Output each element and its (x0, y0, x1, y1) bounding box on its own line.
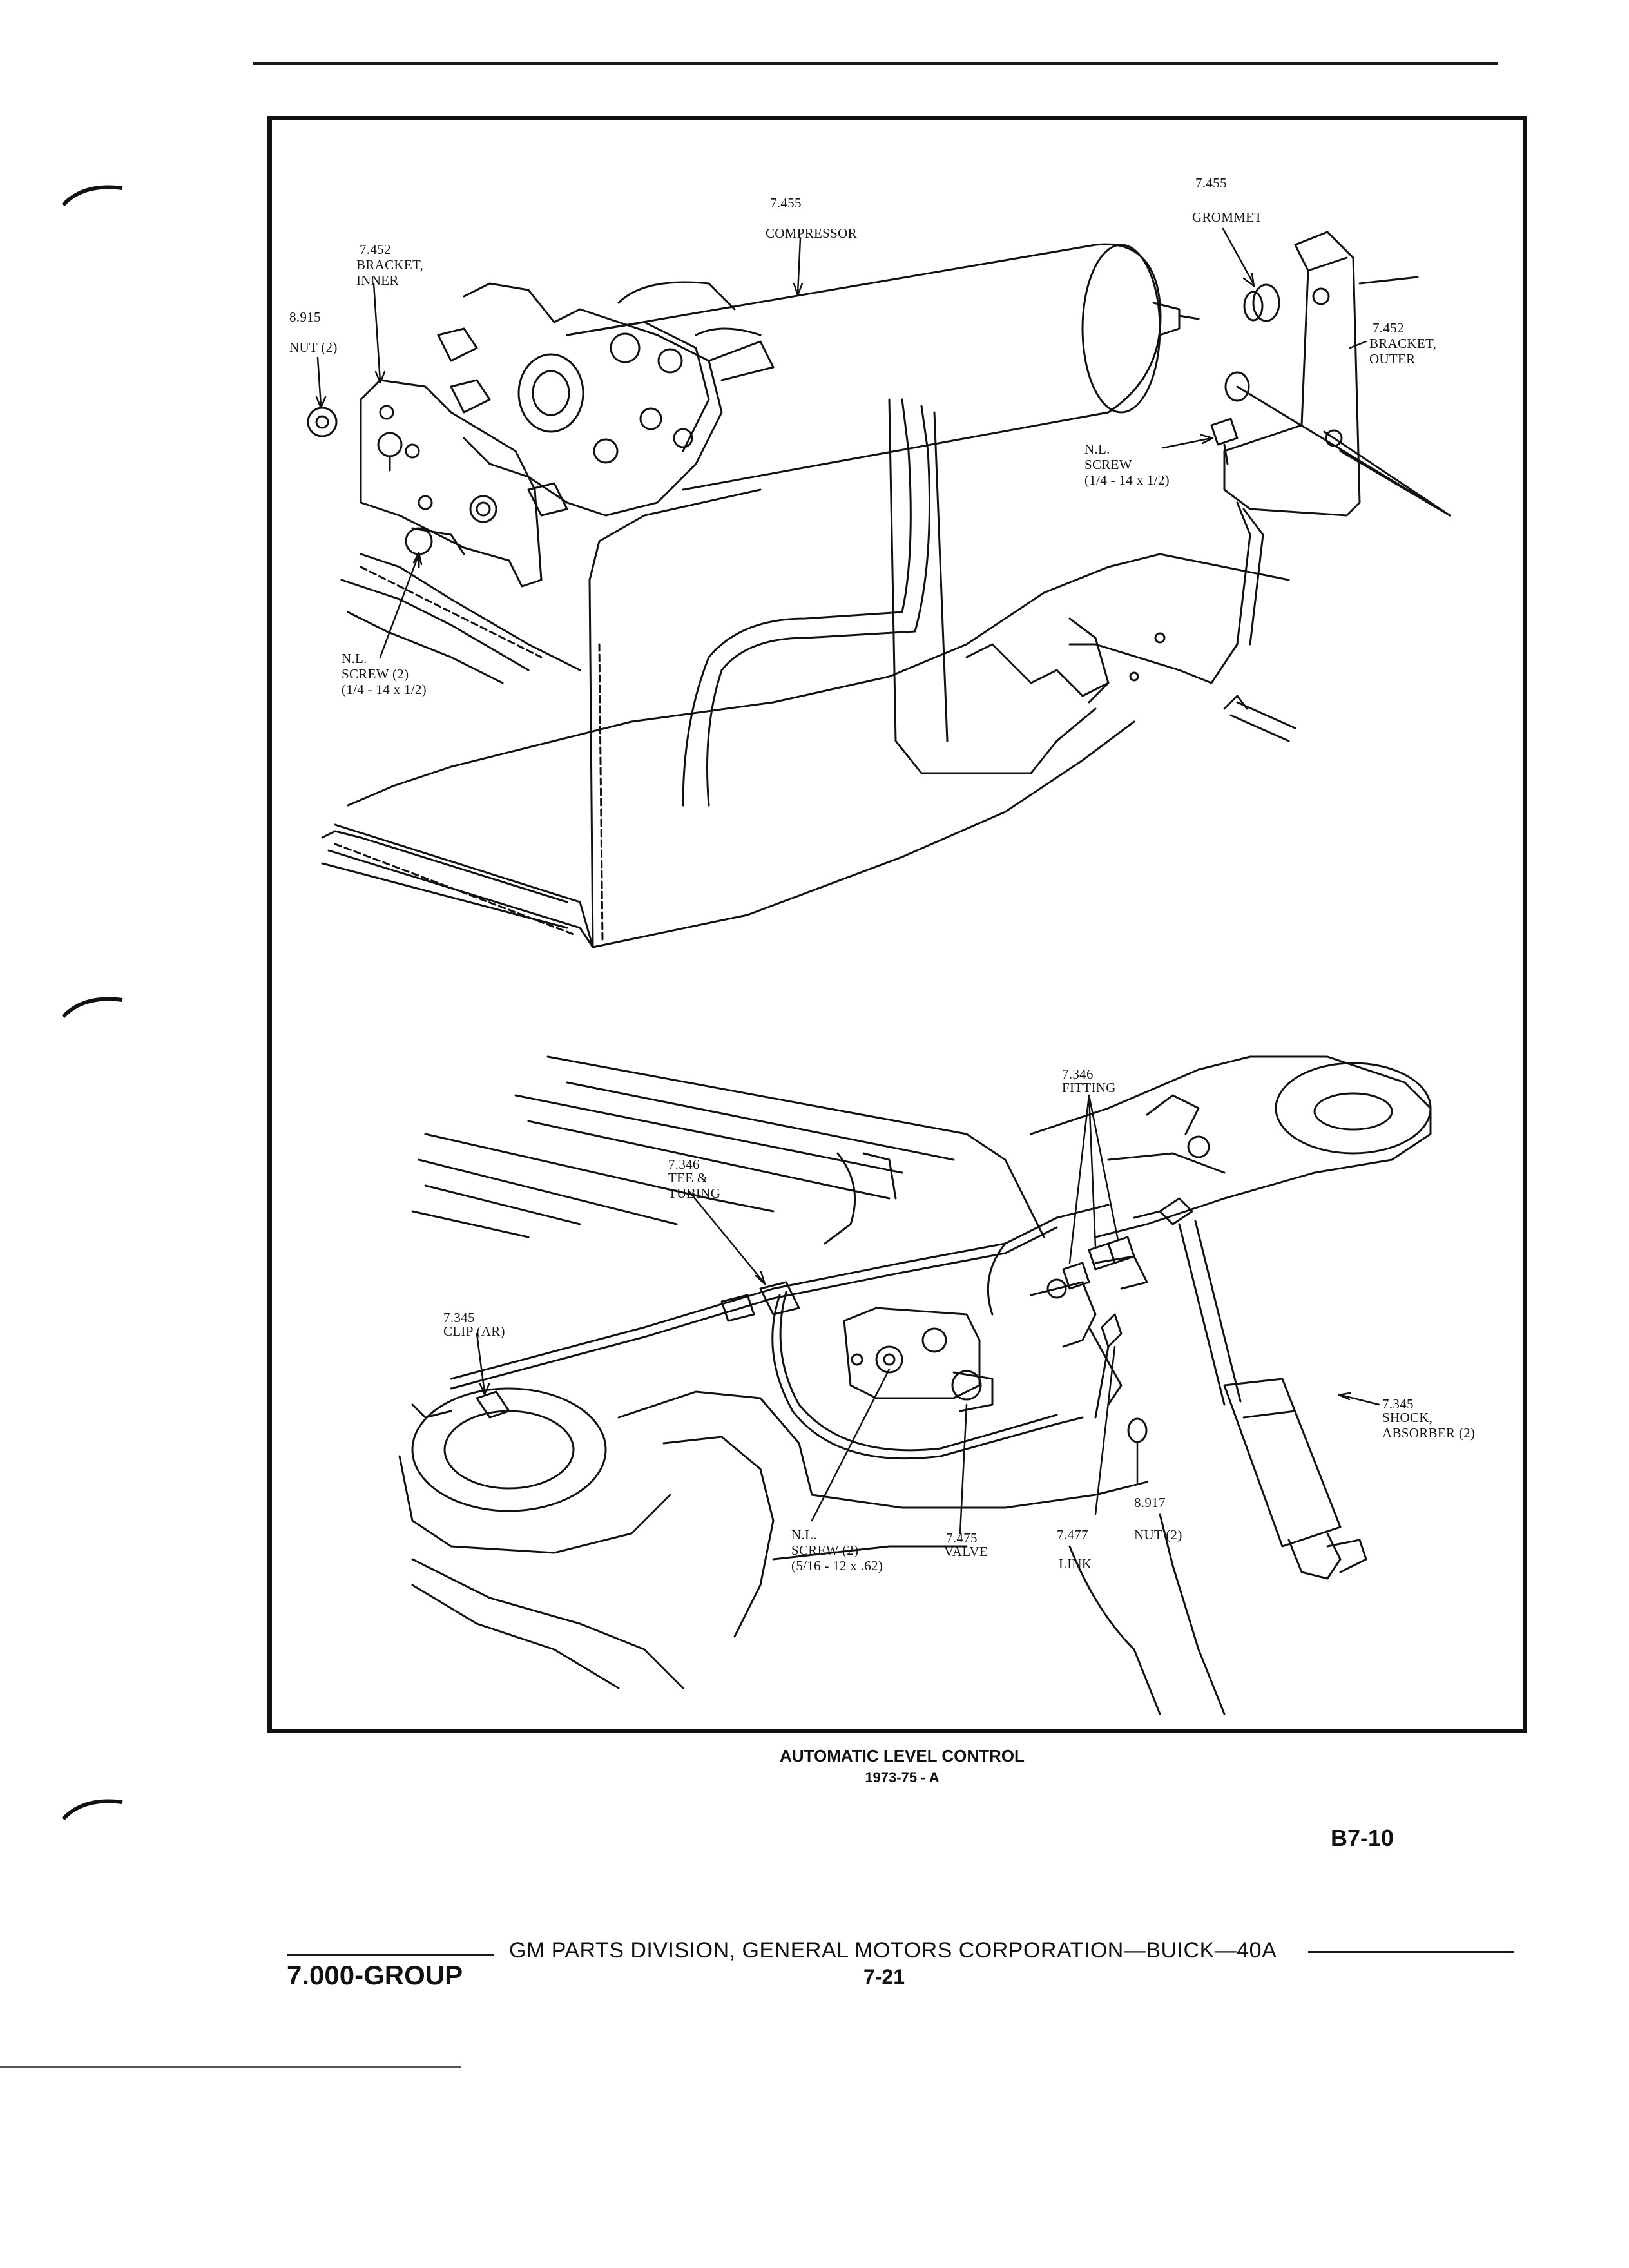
footer-page-number: 7-21 (863, 1965, 905, 1988)
leader-shock (1339, 1394, 1380, 1406)
leader-bracket-outer (1349, 340, 1367, 349)
floor-pan-outline (347, 553, 1290, 807)
compressor-pump-head (463, 282, 723, 517)
label-grommet-name: GROMMET (1192, 209, 1263, 225)
label-grommet-number: 7.455 (1195, 175, 1227, 191)
label-clip-name: CLIP (AR) (443, 1323, 505, 1339)
label-nut-top-name: NUT (2) (289, 340, 338, 355)
figure-title: AUTOMATIC LEVEL CONTROL (780, 1746, 1025, 1765)
label-tee-name: TEE & TUBING (668, 1170, 721, 1201)
frame-rails (546, 1055, 1045, 1238)
label-screw-right: N.L. SCREW (1/4 - 14 x 1/2) (1084, 441, 1170, 488)
nut-bottom-part (1127, 1418, 1148, 1443)
tee-fitting (759, 1281, 800, 1316)
leader-bracket-inner (372, 282, 381, 383)
footer-division: GM PARTS DIVISION, GENERAL MOTORS CORPOR… (509, 1938, 1277, 1963)
shock-absorber-part (1178, 1223, 1226, 1406)
label-link-number: 7.477 (1057, 1527, 1088, 1542)
label-link-name: LINK (1059, 1556, 1092, 1571)
binder-mark-bottom (61, 1799, 123, 1821)
leader-tee (688, 1191, 765, 1283)
screw-right-part (1210, 418, 1239, 446)
nut-top-part (307, 407, 338, 437)
leader-screw-left (379, 553, 420, 658)
binder-mark-top (61, 185, 123, 207)
label-shock-name: SHOCK, ABSORBER (2) (1382, 1410, 1476, 1441)
inner-bracket (360, 379, 543, 588)
leader-valve (959, 1403, 968, 1535)
label-bracket-outer-name: BRACKET, OUTER (1369, 336, 1437, 367)
bottom-rule (0, 2066, 461, 2068)
leader-compressor (796, 237, 802, 294)
leader-nut-top (316, 356, 322, 407)
leader-screw-bottom (811, 1368, 891, 1522)
label-screw-bottom: N.L. SCREW (2) (5/16 - 12 x .62) (791, 1527, 883, 1573)
link-part (1101, 1313, 1123, 1348)
footer-rule-right (1308, 1951, 1514, 1953)
label-bracket-inner-name: BRACKET, INNER (356, 257, 424, 288)
label-clip-number: 7.345 (443, 1310, 475, 1325)
label-shock-number: 7.345 (1382, 1396, 1414, 1412)
leader-screw-right (1162, 437, 1213, 449)
leader-grommet (1222, 227, 1255, 285)
spring-seat (411, 1387, 607, 1512)
tubing-main (450, 1204, 1110, 1380)
label-bracket-inner-number: 7.452 (360, 242, 391, 257)
label-screw-left: N.L. SCREW (2) (1/4 - 14 x 1/2) (342, 651, 427, 697)
leader-link (1094, 1345, 1116, 1515)
page-code: B7-10 (1331, 1825, 1394, 1851)
leader-clip (476, 1332, 486, 1394)
label-fitting-number: 7.346 (1062, 1066, 1094, 1082)
label-compressor-name: COMPRESSOR (766, 226, 857, 241)
label-nut-top-number: 8.915 (289, 309, 321, 325)
top-rule (253, 62, 1498, 65)
label-valve-name: VALVE (944, 1544, 988, 1559)
binder-mark-middle (61, 997, 123, 1019)
label-nut-bottom-name: NUT (2) (1134, 1527, 1182, 1542)
floor-pan-lower (334, 720, 1135, 948)
leader-fitting-1 (1068, 1094, 1090, 1264)
grommet-part (1252, 284, 1280, 322)
footer-group: 7.000-GROUP (287, 1960, 463, 1990)
compressor-cylinder (566, 243, 1162, 491)
label-valve-number: 7.475 (946, 1530, 978, 1546)
label-nut-bottom-number: 8.917 (1134, 1495, 1166, 1510)
label-bracket-outer-number: 7.452 (1373, 320, 1404, 336)
label-fitting-name: FITTING (1062, 1080, 1116, 1095)
valve-body (843, 1307, 981, 1399)
diagram-frame (267, 116, 1527, 1733)
label-compressor-number: 7.455 (770, 195, 802, 211)
label-tee-number: 7.346 (668, 1157, 700, 1172)
footer-rule-left (287, 1954, 494, 1956)
outer-bracket (1223, 231, 1361, 517)
leader-fitting-3 (1088, 1094, 1119, 1242)
figure-subtitle: 1973-75 - A (865, 1769, 940, 1785)
leader-fitting-2 (1088, 1094, 1097, 1248)
